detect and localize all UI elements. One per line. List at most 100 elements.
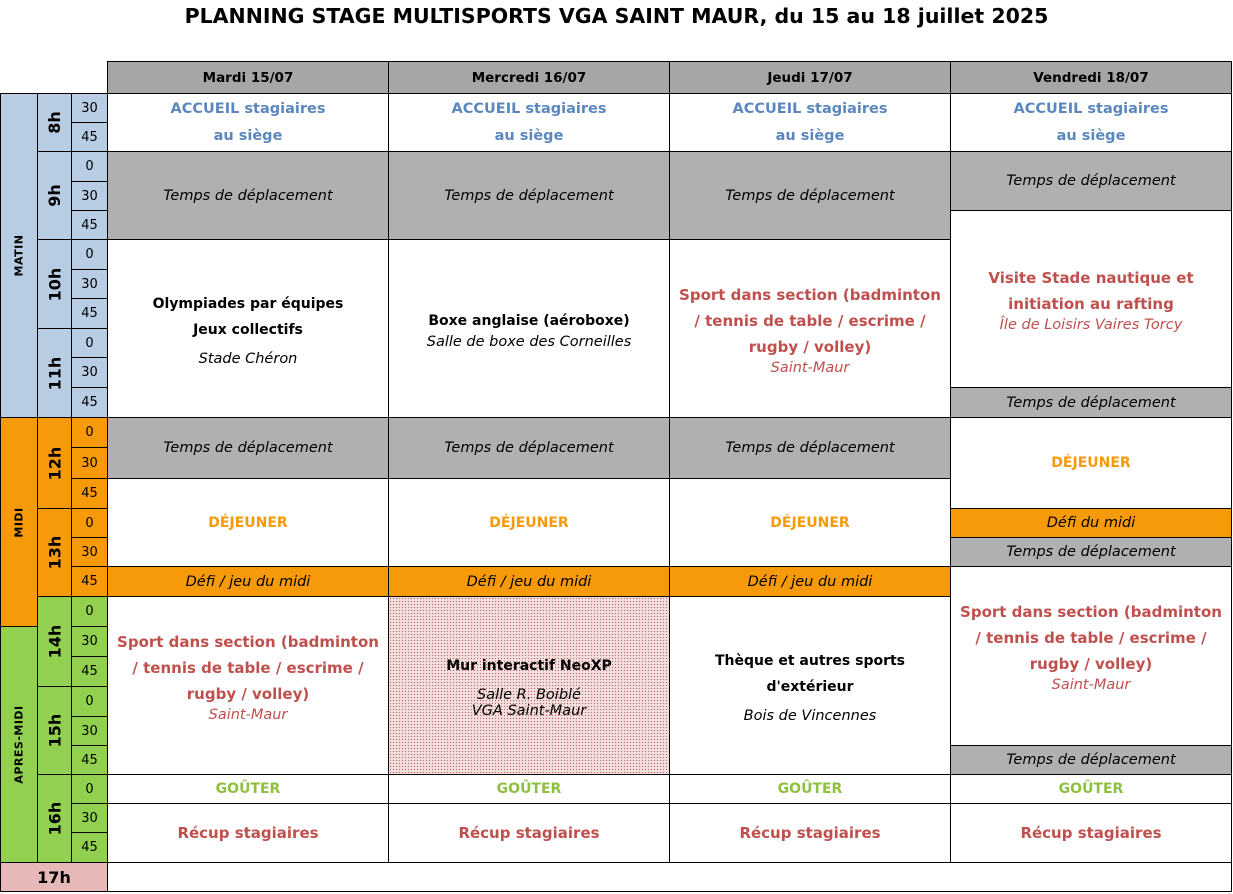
- lunch-cell: DÉJEUNER: [669, 478, 951, 567]
- minute-cell: 30: [71, 803, 108, 833]
- activity-title: Olympiades par équipes: [152, 295, 344, 312]
- accueil-label: ACCUEIL stagiaires: [732, 100, 888, 117]
- pickup-label: Récup stagiaires: [458, 824, 600, 842]
- minute-cell: 0: [71, 239, 108, 270]
- lunch-label: DÉJEUNER: [770, 514, 850, 531]
- lunch-cell: DÉJEUNER: [107, 478, 389, 567]
- hour-11h: 11h: [37, 328, 72, 418]
- accueil-place: au siège: [1056, 127, 1126, 144]
- travel-label: Temps de déplacement: [725, 187, 895, 204]
- minute-cell: 45: [71, 387, 108, 418]
- snack-cell: GOÛTER: [950, 774, 1232, 804]
- minute-label: 0: [85, 159, 94, 174]
- period-apres-midi: APRES-MIDI: [0, 626, 38, 863]
- minute-cell: 30: [71, 626, 108, 657]
- minute-label: 45: [81, 752, 98, 768]
- minute-cell: 0: [71, 151, 108, 182]
- activity-place: Stade Chéron: [198, 350, 298, 367]
- minute-cell: 0: [71, 508, 108, 538]
- hour-label: 10h: [45, 267, 64, 301]
- page-title: PLANNING STAGE MULTISPORTS VGA SAINT MAU…: [184, 4, 1049, 28]
- activity-place: Île de Loisirs Vaires Torcy: [999, 317, 1183, 333]
- minute-cell: 45: [71, 566, 108, 597]
- hour-label: 15h: [45, 713, 64, 748]
- defi-label: Défi / jeu du midi: [747, 573, 873, 590]
- accueil-place: au siège: [494, 127, 564, 144]
- accueil-label: ACCUEIL stagiaires: [170, 100, 326, 117]
- minute-label: 30: [81, 100, 98, 116]
- minute-label: 45: [81, 306, 98, 321]
- lunch-label: DÉJEUNER: [489, 514, 569, 531]
- minute-cell: 45: [71, 832, 108, 863]
- period-midi: MIDI: [0, 417, 38, 627]
- accueil-cell: ACCUEIL stagiaires au siège: [107, 93, 389, 152]
- day-header-3: Jeudi 17/07: [669, 61, 951, 94]
- travel-cell: Temps de déplacement: [669, 417, 951, 479]
- activity-line: / tennis de table / escrime /: [132, 658, 364, 677]
- accueil-place: au siège: [775, 127, 845, 144]
- activity-place: Salle de boxe des Corneilles: [426, 333, 632, 350]
- travel-label: Temps de déplacement: [163, 440, 333, 456]
- travel-cell: Temps de déplacement: [950, 745, 1232, 775]
- minute-cell: 45: [71, 122, 108, 152]
- travel-label: Temps de déplacement: [1006, 173, 1176, 189]
- snack-label: GOÛTER: [1058, 781, 1124, 797]
- activity-line: rugby / volley): [186, 684, 310, 703]
- hour-17h: 17h: [0, 862, 108, 892]
- minute-label: 0: [85, 604, 94, 619]
- travel-cell: Temps de déplacement: [950, 387, 1232, 418]
- minute-cell: 45: [71, 745, 108, 775]
- activity-place: Saint-Maur: [770, 359, 850, 376]
- pickup-label: Récup stagiaires: [1020, 824, 1162, 842]
- minute-label: 30: [81, 455, 98, 471]
- travel-label: Temps de déplacement: [725, 440, 895, 456]
- minute-label: 30: [81, 723, 98, 739]
- activity-title: Visite Stade nautique et: [988, 269, 1194, 287]
- empty-row: [107, 862, 1232, 892]
- activity-place: Salle R. Boiblé: [477, 686, 581, 703]
- travel-label: Temps de déplacement: [1006, 752, 1176, 768]
- minute-label: 0: [85, 694, 94, 709]
- day-header-4: Vendredi 18/07: [950, 61, 1232, 94]
- minute-label: 30: [81, 544, 98, 560]
- minute-label: 45: [81, 395, 98, 410]
- activity-title: Thèque et autres sports: [714, 652, 906, 669]
- hour-12h: 12h: [37, 417, 72, 509]
- minute-cell: 0: [71, 596, 108, 627]
- hour-9h: 9h: [37, 151, 72, 240]
- minute-cell: 30: [71, 269, 108, 299]
- hour-label: 12h: [45, 446, 64, 480]
- hour-label: 11h: [45, 356, 64, 390]
- activity-line: Sport dans section (badminton: [679, 285, 941, 304]
- travel-cell: Temps de déplacement: [388, 417, 670, 479]
- travel-label: Temps de déplacement: [163, 187, 333, 204]
- minute-label: 30: [81, 276, 98, 292]
- activity-line: Sport dans section (badminton: [960, 603, 1222, 621]
- minute-cell: 30: [71, 447, 108, 479]
- snack-label: GOÛTER: [496, 781, 562, 797]
- minute-cell: 30: [71, 716, 108, 746]
- minute-label: 0: [85, 515, 94, 531]
- activity-title: Mur interactif NeoXP: [446, 657, 612, 674]
- activity-subtitle: d'extérieur: [766, 678, 854, 695]
- minute-cell: 30: [71, 181, 108, 211]
- hour-label: 16h: [45, 801, 64, 836]
- minute-label: 45: [81, 217, 98, 233]
- minute-label: 45: [81, 574, 98, 589]
- activity-line: rugby / volley): [748, 337, 872, 356]
- day-header-2: Mercredi 16/07: [388, 61, 670, 94]
- minute-label: 0: [85, 781, 94, 797]
- travel-cell: Temps de déplacement: [669, 151, 951, 240]
- defi-cell: Défi / jeu du midi: [107, 566, 389, 597]
- activity-line: rugby / volley): [1029, 655, 1153, 673]
- activity-title: Boxe anglaise (aéroboxe): [428, 312, 630, 329]
- hour-8h: 8h: [37, 93, 72, 152]
- accueil-place: au siège: [213, 127, 283, 144]
- travel-label: Temps de déplacement: [444, 187, 614, 204]
- defi-cell: Défi / jeu du midi: [669, 566, 951, 597]
- travel-cell: Temps de déplacement: [388, 151, 670, 240]
- hour-label: 9h: [45, 184, 64, 207]
